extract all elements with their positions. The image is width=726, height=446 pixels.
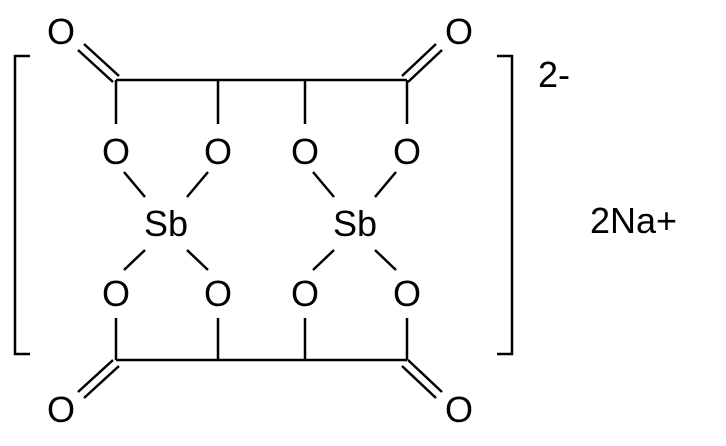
o-sb-bond-4 — [374, 171, 397, 198]
sb-o-bond-5 — [123, 249, 146, 271]
o-sb-bond-3 — [312, 171, 335, 198]
oxygen-bottom-left: O — [47, 389, 75, 430]
o-sb-bond-2 — [186, 171, 209, 198]
oxygen-ring-3: O — [291, 131, 319, 172]
sb-o-bond-7 — [312, 249, 335, 271]
antimony-left: Sb — [144, 203, 188, 244]
antimony-right: Sb — [333, 203, 377, 244]
oxygen-ring-5: O — [102, 273, 130, 314]
oxygen-ring-4: O — [393, 131, 421, 172]
oxygen-top-left: O — [47, 11, 75, 52]
counter-ion-label: 2Na+ — [590, 200, 677, 241]
right-bracket — [497, 54, 514, 356]
sb-o-bond-8 — [374, 249, 397, 271]
top-left-carbonyl-bond — [77, 43, 120, 83]
oxygen-top-right: O — [445, 11, 473, 52]
sb-o-bond-6 — [186, 249, 209, 271]
left-bracket — [13, 54, 30, 356]
charge-label: 2- — [538, 54, 570, 95]
oxygen-ring-7: O — [291, 273, 319, 314]
oxygen-ring-1: O — [102, 131, 130, 172]
oxygen-bottom-right: O — [445, 389, 473, 430]
oxygen-ring-6: O — [204, 273, 232, 314]
oxygen-ring-2: O — [204, 131, 232, 172]
top-right-carbonyl-bond — [401, 43, 443, 83]
o-sb-bond-1 — [123, 171, 146, 198]
bottom-left-carbonyl-bond — [77, 359, 120, 399]
bottom-right-carbonyl-bond — [401, 359, 443, 399]
oxygen-ring-8: O — [393, 273, 421, 314]
